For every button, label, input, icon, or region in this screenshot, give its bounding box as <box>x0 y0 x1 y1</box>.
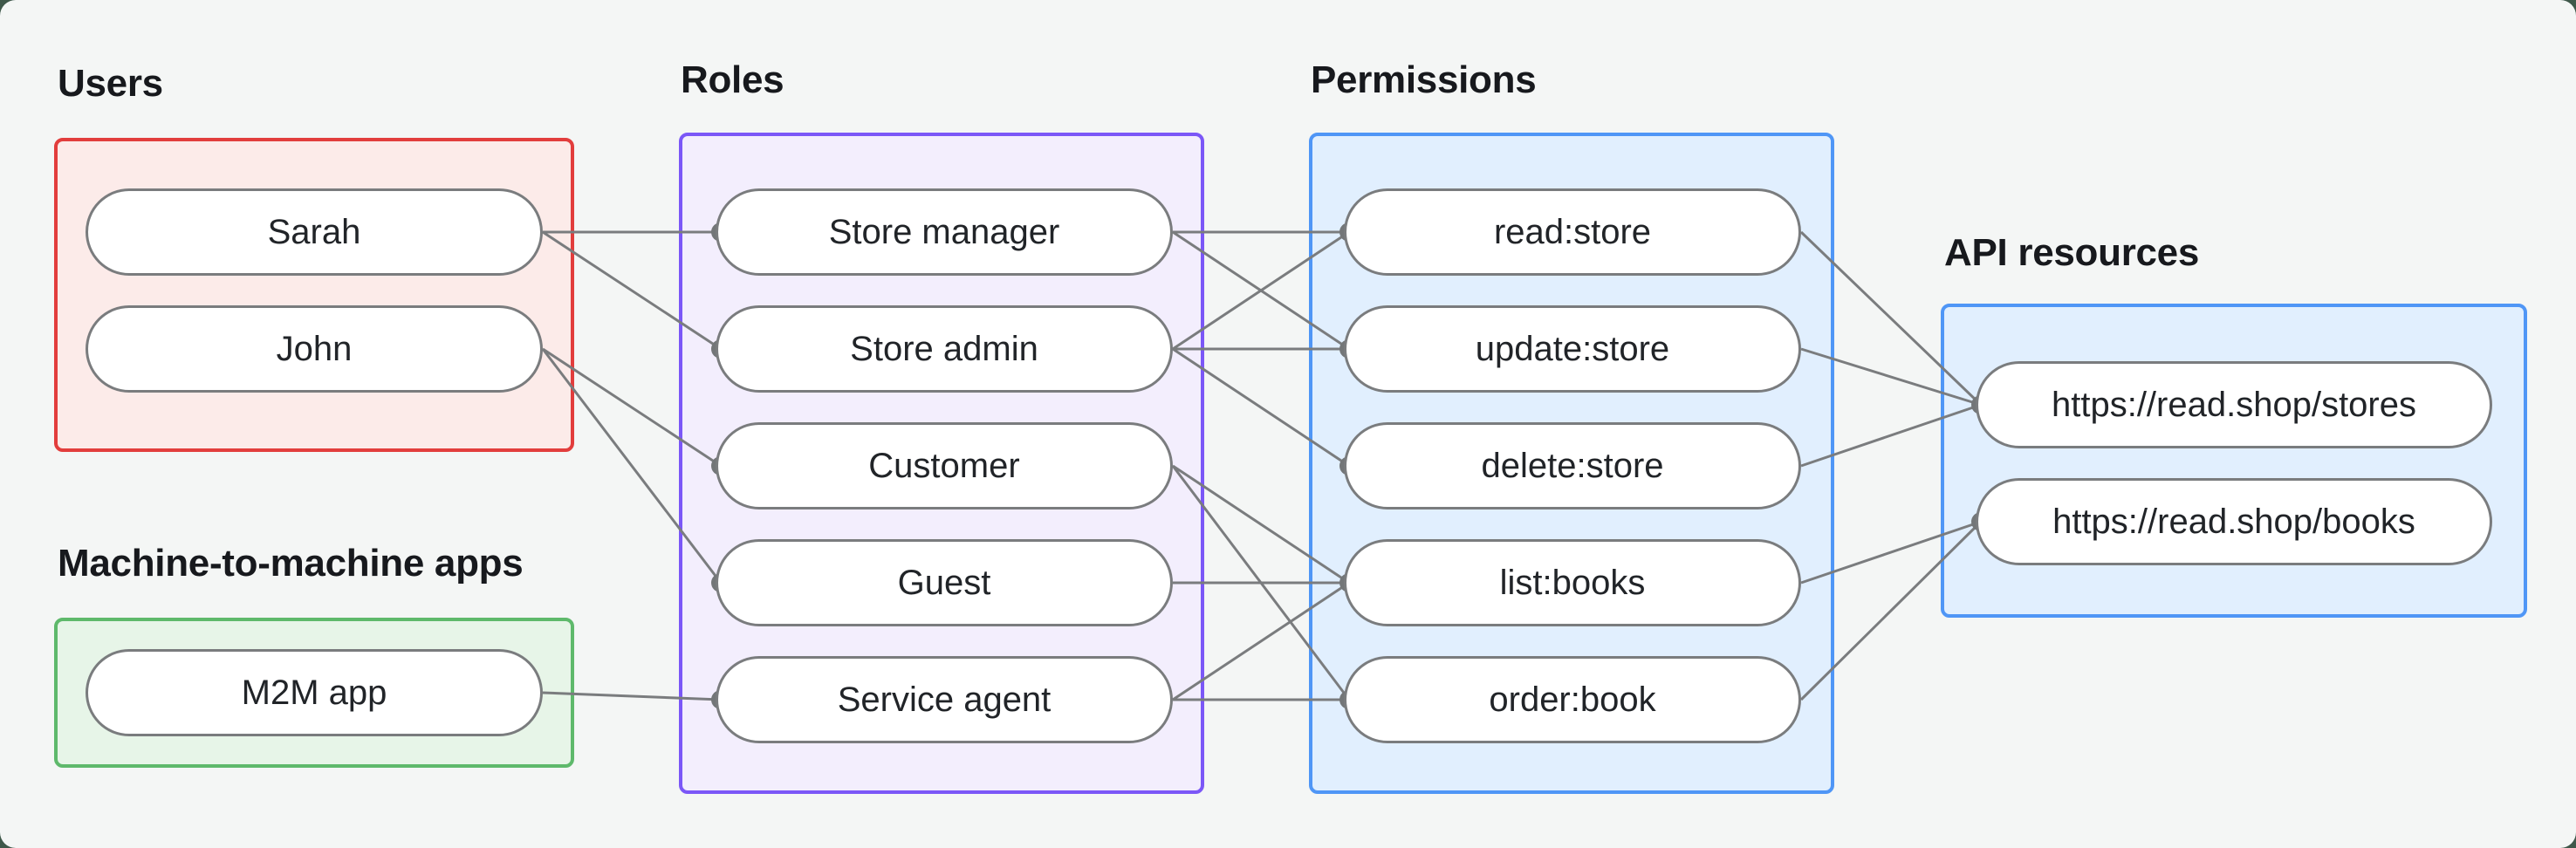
group-box-resources <box>1941 304 2527 618</box>
node-label-customer: Customer <box>868 446 1020 485</box>
node-sarah: Sarah <box>86 188 543 276</box>
node-label-delete-store: delete:store <box>1481 446 1664 485</box>
node-label-res-stores: https://read.shop/stores <box>2051 385 2416 424</box>
group-box-users <box>54 138 574 452</box>
node-label-john: John <box>276 329 353 368</box>
node-label-service-agent: Service agent <box>837 680 1052 719</box>
node-label-order-book: order:book <box>1489 680 1656 719</box>
node-order-book: order:book <box>1344 656 1801 743</box>
node-label-update-store: update:store <box>1475 329 1670 368</box>
node-list-books: list:books <box>1344 539 1801 626</box>
node-res-stores: https://read.shop/stores <box>1976 361 2492 448</box>
node-delete-store: delete:store <box>1344 422 1801 509</box>
node-update-store: update:store <box>1344 305 1801 393</box>
node-customer: Customer <box>716 422 1173 509</box>
node-res-books: https://read.shop/books <box>1976 478 2492 565</box>
node-service-agent: Service agent <box>716 656 1173 743</box>
node-label-store-manager: Store manager <box>828 212 1060 251</box>
node-label-guest: Guest <box>897 563 991 602</box>
node-label-read-store: read:store <box>1493 212 1652 251</box>
node-read-store: read:store <box>1344 188 1801 276</box>
node-store-admin: Store admin <box>716 305 1173 393</box>
group-label-permissions: Permissions <box>1311 58 1537 101</box>
node-john: John <box>86 305 543 393</box>
node-label-sarah: Sarah <box>267 212 361 251</box>
node-m2m-app: M2M app <box>86 649 543 736</box>
group-label-resources: API resources <box>1944 231 2200 274</box>
node-label-res-books: https://read.shop/books <box>2052 502 2415 541</box>
group-label-roles: Roles <box>681 58 784 101</box>
node-guest: Guest <box>716 539 1173 626</box>
node-store-manager: Store manager <box>716 188 1173 276</box>
node-label-list-books: list:books <box>1499 563 1646 602</box>
node-label-store-admin: Store admin <box>850 329 1038 368</box>
node-label-m2m-app: M2M app <box>241 673 387 712</box>
group-label-m2m: Machine-to-machine apps <box>58 542 524 585</box>
group-label-users: Users <box>58 62 163 105</box>
